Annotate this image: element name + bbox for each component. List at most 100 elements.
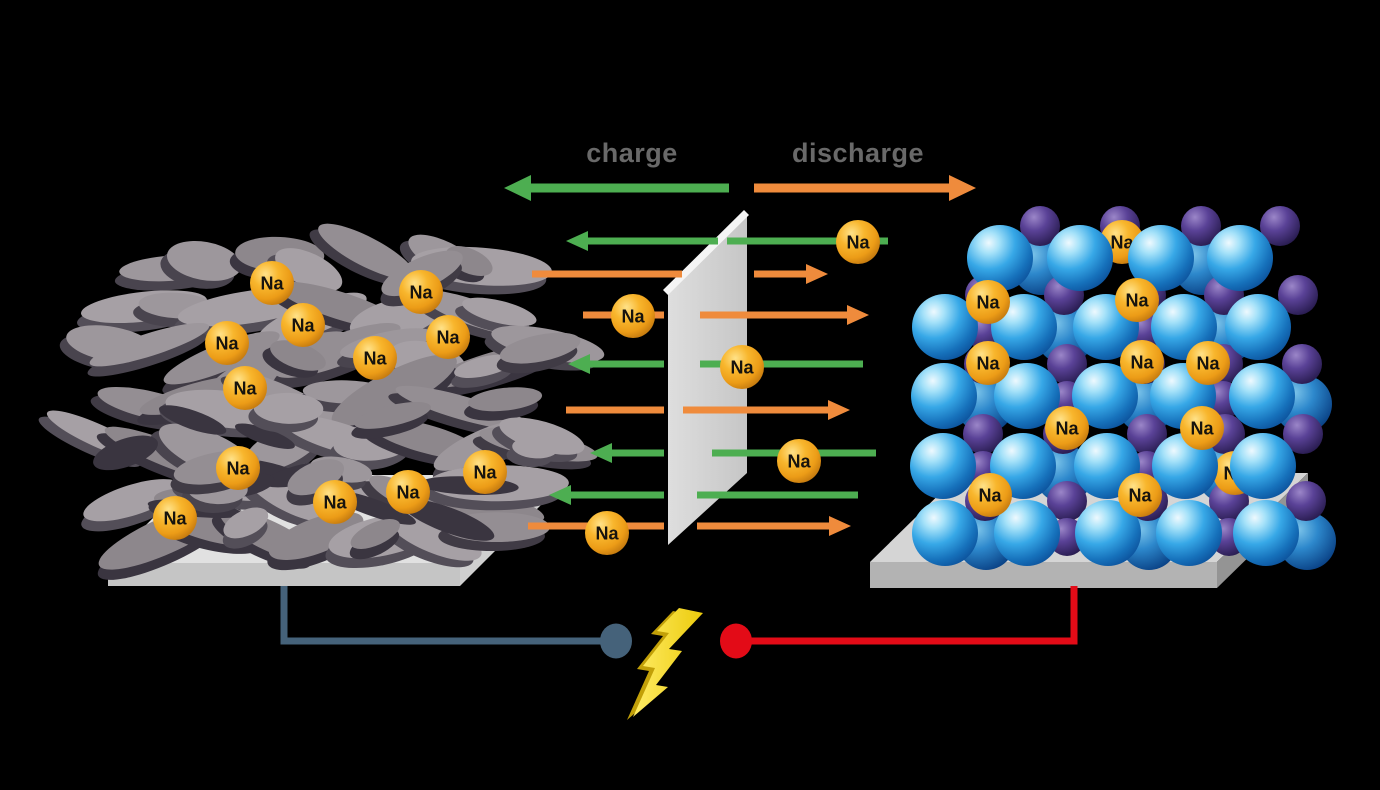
cathode-sphere-purple <box>1181 206 1221 246</box>
na-ion: Na <box>153 496 197 540</box>
cathode-sphere-blue <box>1229 363 1295 429</box>
cathode-sphere-blue <box>1156 500 1222 566</box>
separator-face <box>668 215 747 545</box>
na-ion-label: Na <box>846 233 870 253</box>
carbon-cavity <box>401 499 495 541</box>
lightning-bolt-icon <box>633 608 703 717</box>
carbon-flake <box>499 332 581 364</box>
na-ion: Na <box>205 321 249 365</box>
cathode-sphere-purple <box>1282 344 1322 384</box>
na-ion-migrating: Na <box>585 511 629 555</box>
cathode-sphere-blue <box>1233 500 1299 566</box>
na-ion-label: Na <box>1190 419 1214 439</box>
na-ion: Na <box>1186 341 1230 385</box>
na-ion-label: Na <box>1128 486 1152 506</box>
na-ion: Na <box>399 270 443 314</box>
cathode-sphere-purple <box>1278 275 1318 315</box>
arrow-head <box>847 305 869 325</box>
cathode-sphere-purple <box>1260 206 1300 246</box>
cathode-sphere-purple <box>1286 481 1326 521</box>
carbon-flake <box>354 402 431 429</box>
na-ion-sphere <box>1186 341 1230 385</box>
carbon-flake <box>223 507 269 539</box>
arrow-head <box>549 485 571 505</box>
na-ion: Na <box>281 303 325 347</box>
carbon-flake <box>318 223 415 280</box>
na-ion: Na <box>1118 473 1162 517</box>
na-ion: Na <box>250 261 294 305</box>
na-ion-label: Na <box>409 283 433 303</box>
terminal-positive <box>720 623 752 659</box>
cathode-sphere-blue <box>1075 500 1141 566</box>
na-ion-sphere <box>1115 278 1159 322</box>
carbon-flake <box>83 479 181 522</box>
na-ion-sphere <box>777 439 821 483</box>
cathode-sphere-purple <box>1047 481 1087 521</box>
na-ion-sphere <box>386 470 430 514</box>
carbon-flake <box>270 340 326 371</box>
arrow-head <box>590 443 612 463</box>
na-ion-label: Na <box>363 349 387 369</box>
charge-flow-arrow <box>549 485 858 505</box>
cathode-sphere-blue <box>1072 363 1138 429</box>
na-ion-migrating: Na <box>720 345 764 389</box>
cathode-sphere-purple <box>1020 206 1060 246</box>
na-ion-sphere <box>585 511 629 555</box>
cathode-sphere-blue <box>1128 225 1194 291</box>
na-ion-label: Na <box>233 379 257 399</box>
na-ion-label: Na <box>1130 353 1154 373</box>
carbon-flake <box>331 354 457 427</box>
na-ion-label: Na <box>260 274 284 294</box>
na-ion-label: Na <box>226 459 250 479</box>
na-ion-sphere <box>399 270 443 314</box>
na-ion-label: Na <box>291 316 315 336</box>
cathode-sphere-purple <box>1047 344 1087 384</box>
na-ion-label: Na <box>978 486 1002 506</box>
na-ion: Na <box>353 336 397 380</box>
na-ion-sphere <box>1118 473 1162 517</box>
cathode-sphere-blue <box>994 363 1060 429</box>
carbon-flake <box>166 240 242 281</box>
carbon-flake <box>499 417 585 455</box>
cathode-sphere-purple <box>963 414 1003 454</box>
na-ion-sphere <box>223 366 267 410</box>
na-ion-label: Na <box>595 524 619 544</box>
wire-negative <box>280 586 602 645</box>
na-ion-label: Na <box>436 328 460 348</box>
na-ion-sphere <box>205 321 249 365</box>
na-ion-migrating: Na <box>836 220 880 264</box>
discharge-flow-arrow <box>566 400 850 420</box>
carbon-flake <box>253 392 324 424</box>
separator-membrane <box>663 210 749 545</box>
na-ion-migrating: Na <box>777 439 821 483</box>
na-ion-label: Na <box>787 452 811 472</box>
na-ion-migrating: Na <box>611 294 655 338</box>
carbon-flake <box>350 519 400 549</box>
na-ion-label: Na <box>976 293 1000 313</box>
na-ion-sphere <box>968 473 1012 517</box>
na-ion: Na <box>968 473 1012 517</box>
na-ion: Na <box>1115 278 1159 322</box>
na-ion-sphere <box>966 280 1010 324</box>
na-ion-sphere <box>611 294 655 338</box>
na-ion: Na <box>1045 406 1089 450</box>
carbon-flake <box>89 322 210 367</box>
na-ion-sphere <box>720 345 764 389</box>
carbon-flake <box>275 248 343 292</box>
cathode-sphere-blue <box>994 500 1060 566</box>
na-ion-sphere <box>153 496 197 540</box>
cathode-sphere-blue <box>910 433 976 499</box>
arrow-head <box>829 516 851 536</box>
cathode-sphere-blue <box>1207 225 1273 291</box>
cathode-sphere-blue <box>1230 433 1296 499</box>
na-ion-sphere <box>250 261 294 305</box>
cathode-sphere-blue <box>911 363 977 429</box>
arrow-head <box>566 231 588 251</box>
na-ion-sphere <box>1180 406 1224 450</box>
carbon-cavity <box>93 435 158 471</box>
na-ion-sphere <box>216 446 260 490</box>
separator-edge-highlight <box>663 210 749 295</box>
